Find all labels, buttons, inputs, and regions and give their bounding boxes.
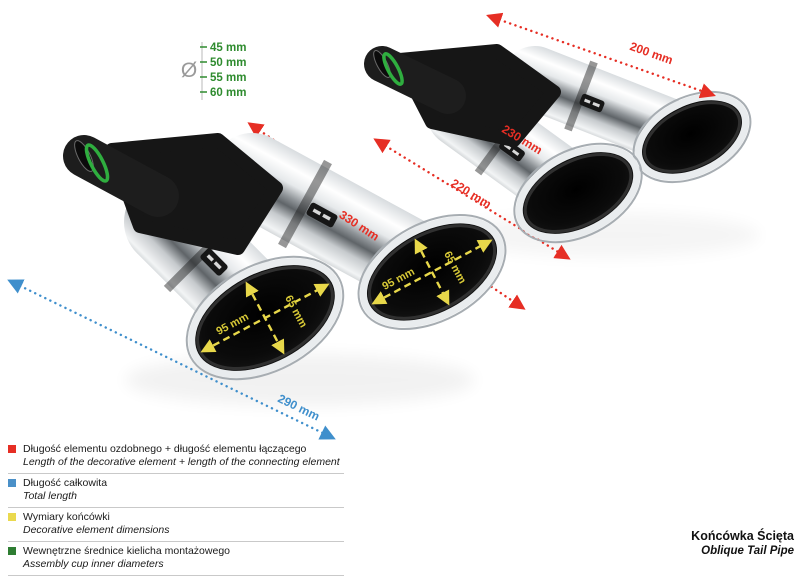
dim-arrow-red-total-right: [486, 12, 716, 99]
assembly-cup-ring: [382, 52, 404, 86]
diameter-value: 45 mm: [210, 42, 246, 54]
inlet-pipe: [364, 46, 466, 114]
brand-label-band: [306, 202, 338, 228]
legend-text-en: Decorative element dimensions: [23, 524, 170, 536]
product-title: Końcówka Ścięta Oblique Tail Pipe: [691, 529, 794, 558]
shadow-left: [125, 354, 475, 406]
diameter-callout: Ø 45 mm 50 mm 55 mm 60 mm: [181, 42, 246, 100]
product-title-pl: Końcówka Ścięta: [691, 529, 794, 543]
legend-swatch-blue: [8, 479, 16, 487]
dim-arrow-blue-total: [7, 279, 336, 440]
legend: Długość elementu ozdobnego + długość ele…: [8, 440, 344, 576]
diameter-value: 55 mm: [210, 72, 246, 84]
diameter-symbol: Ø: [181, 59, 197, 82]
legend-text-pl: Długość elementu ozdobnego + długość ele…: [23, 443, 307, 455]
inlet-end: [74, 140, 94, 172]
dim-arrow-red-mid: [373, 138, 571, 260]
legend-swatch-green: [8, 547, 16, 555]
legend-item-blue-total-length: Długość całkowita Total length: [8, 474, 344, 508]
inlet-pipe: [63, 135, 179, 217]
legend-swatch-yellow: [8, 513, 16, 521]
pipe-opening: [632, 90, 752, 184]
assembly-cup-ring: [84, 143, 110, 183]
legend-text-pl: Wewnętrzne średnice kielicha montażowego: [23, 545, 230, 557]
dim-label-220mm: 220 mm: [448, 176, 493, 211]
legend-item-green-cup-diameters: Wewnętrzne średnice kielicha montażowego…: [8, 542, 344, 576]
legend-text-en: Length of the decorative element + lengt…: [23, 456, 340, 468]
brand-label-band: [200, 248, 228, 276]
diameter-value: 60 mm: [210, 87, 246, 99]
legend-text-pl: Wymiary końcówki: [23, 511, 110, 523]
legend-item-red-length: Długość elementu ozdobnego + długość ele…: [8, 440, 344, 474]
legend-swatch-red: [8, 445, 16, 453]
diameter-value: 50 mm: [210, 57, 246, 69]
product-title-en: Oblique Tail Pipe: [701, 545, 794, 557]
dim-arrows-yellow-tip: [200, 238, 493, 355]
pipe-reflection-band: [278, 159, 332, 249]
connecting-element: [105, 133, 283, 255]
tail-pipe-rear: [364, 44, 752, 244]
legend-text-pl: Długość całkowita: [23, 477, 108, 489]
legend-text-en: Assembly cup inner diameters: [23, 558, 164, 570]
product-diagram: 200 mm 230 mm 220 mm 330 mm 290 mm 95 mm…: [7, 12, 760, 440]
pipe-opening: [513, 142, 643, 244]
legend-item-yellow-tip-dimensions: Wymiary końcówki Decorative element dime…: [8, 508, 344, 542]
brand-label-band: [579, 93, 605, 113]
legend-text-en: Total length: [23, 490, 77, 502]
dim-label-200mm: 200 mm: [628, 39, 675, 67]
